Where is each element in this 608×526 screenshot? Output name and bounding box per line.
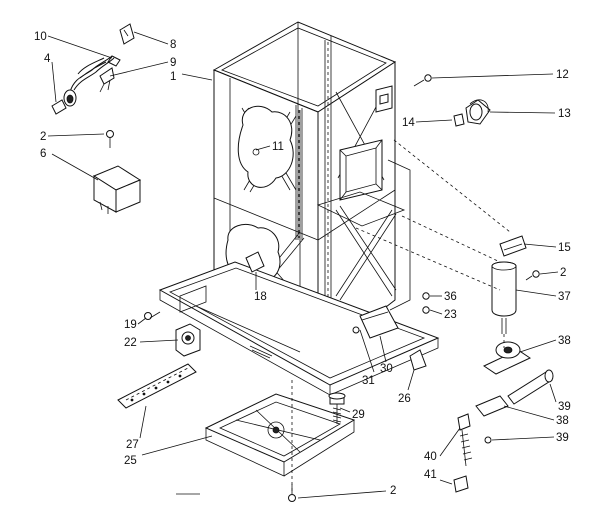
callout-38: 38 xyxy=(556,415,569,427)
part-18-bracket xyxy=(175,323,201,357)
part-4-clip xyxy=(51,99,67,115)
part-37-handle xyxy=(507,369,554,405)
callout-10: 10 xyxy=(34,31,47,43)
callout-31: 36 xyxy=(444,291,457,303)
callout-2-left: 2 xyxy=(40,131,46,143)
callout-19: 19 xyxy=(124,319,137,331)
part-25-base-pan xyxy=(204,393,356,477)
part-12-screw xyxy=(413,74,432,87)
callout-15: 15 xyxy=(558,242,571,254)
callout-1: 1 xyxy=(170,71,176,83)
callout-6: 6 xyxy=(40,148,46,160)
part-8-clip xyxy=(119,23,135,45)
part-41-knob xyxy=(453,475,469,493)
part-26-perforated-bar xyxy=(117,363,197,409)
callout-9: 9 xyxy=(170,57,176,69)
callout-4: 4 xyxy=(44,53,51,65)
part-36-mount xyxy=(482,341,532,375)
part-22-foot xyxy=(409,349,427,371)
part-38-bar xyxy=(475,395,509,417)
part-9-connector xyxy=(99,67,115,93)
callout-22: 26 xyxy=(398,393,411,405)
part-2-screw-bottom xyxy=(288,484,296,502)
callout-labels: 10 8 9 1 4 2 6 11 12 13 14 15 2 37 38 39… xyxy=(34,31,571,497)
callout-16: 18 xyxy=(254,291,267,303)
part-15-bracket xyxy=(499,235,527,257)
part-23-screw xyxy=(422,306,430,314)
callout-13: 13 xyxy=(558,108,571,120)
part-14-clip xyxy=(453,113,465,127)
part-13-switch xyxy=(465,99,491,125)
callout-14: 14 xyxy=(402,117,415,129)
callout-40: 40 xyxy=(424,451,437,463)
part-6-cover xyxy=(92,165,142,214)
part-2-screw-right xyxy=(525,270,540,281)
callout-35: 37 xyxy=(558,291,571,303)
callout-23: 23 xyxy=(444,309,457,321)
leader-lines xyxy=(47,31,559,499)
callout-2-right: 2 xyxy=(560,267,566,279)
callout-39: 39 xyxy=(556,432,569,444)
part-27-leveling-leg xyxy=(328,392,346,424)
callout-36: 38 xyxy=(558,335,571,347)
callout-26: 27 xyxy=(126,439,139,451)
callout-25: 25 xyxy=(124,455,137,467)
callout-11: 11 xyxy=(272,141,284,153)
power-cord xyxy=(63,55,121,107)
part-31-screw xyxy=(422,292,430,300)
part-35-capacitor xyxy=(491,261,517,334)
callout-8: 8 xyxy=(170,39,176,51)
assembly-lines xyxy=(291,139,511,494)
part-30-screw xyxy=(352,326,360,334)
part-40-link xyxy=(457,413,473,467)
callout-37: 39 xyxy=(558,401,571,413)
callout-12: 12 xyxy=(556,69,569,81)
callout-2-bottom: 2 xyxy=(390,485,396,497)
part-2-screw-left xyxy=(106,130,114,148)
part-19-screw xyxy=(144,311,161,320)
callout-29: 30 xyxy=(380,363,393,375)
part-39-screw xyxy=(484,436,492,444)
part-29-bracket xyxy=(359,305,399,339)
part-16-hinge xyxy=(245,251,265,290)
callout-41: 41 xyxy=(424,469,437,481)
callout-27: 29 xyxy=(352,409,365,421)
callout-18: 22 xyxy=(124,337,137,349)
callout-30: 31 xyxy=(362,375,375,387)
